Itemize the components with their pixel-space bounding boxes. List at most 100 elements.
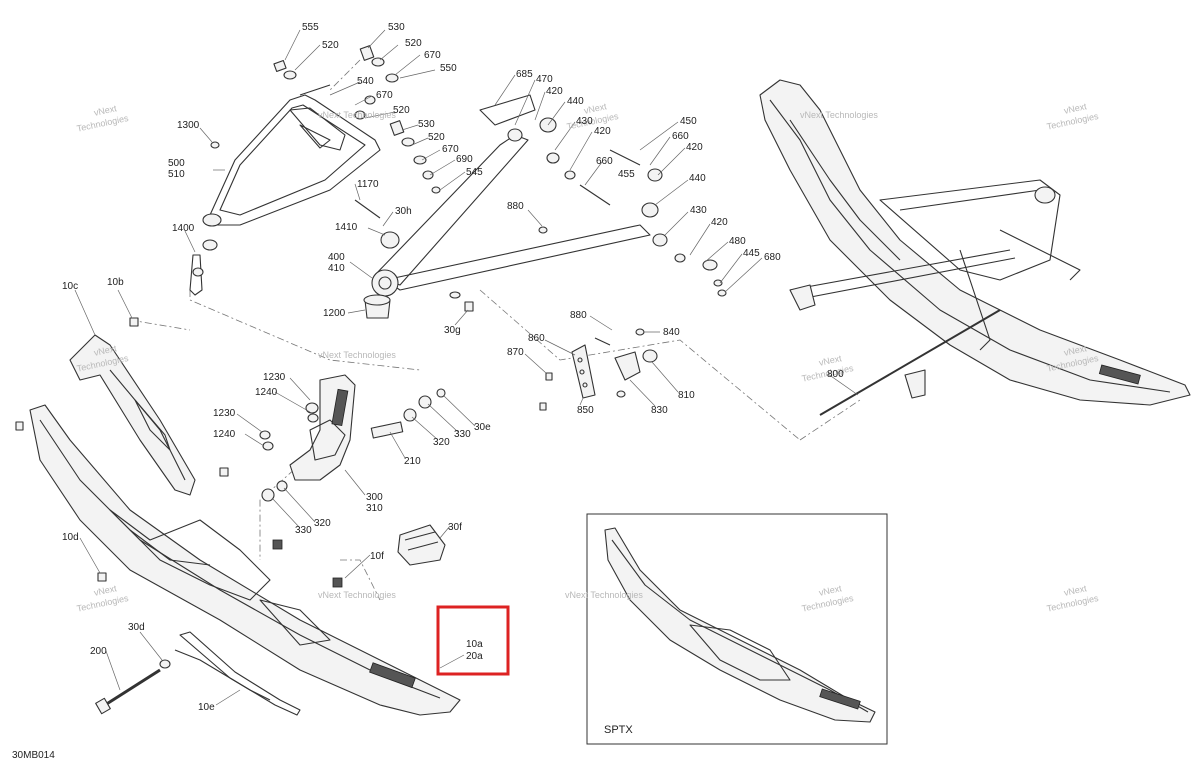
watermark-text: vNext: [1063, 101, 1088, 116]
ski-runner: [174, 631, 301, 716]
callout-label: 670: [442, 144, 459, 155]
callout-label: 520: [428, 132, 445, 143]
spindle-part: [189, 254, 204, 296]
callout-label: 470: [536, 74, 553, 85]
lower-a-arm: [354, 94, 727, 312]
callout-label: 455: [618, 169, 635, 180]
ski-leg: [69, 317, 229, 496]
ski-bolt: [95, 659, 171, 715]
callout-label: 840: [663, 327, 680, 338]
callout-label: 530: [388, 22, 405, 33]
callout-label: 680: [764, 252, 781, 263]
callout-label: 520: [322, 40, 339, 51]
callout-label: 550: [440, 63, 457, 74]
watermark-text: vNext: [93, 103, 118, 118]
ski-body: [15, 404, 461, 716]
callout-label: 430: [690, 205, 707, 216]
callout-label: 1240: [255, 387, 278, 398]
callout-label: 1170: [357, 179, 379, 190]
callout-label: 420: [686, 142, 703, 153]
callout-label: 880: [570, 310, 587, 321]
inset-label: SPTX: [604, 724, 633, 736]
callout-label: 30h: [395, 206, 412, 217]
watermark-text: vNext: [1063, 583, 1088, 598]
watermark-text: vNext Technologies: [318, 110, 396, 120]
callout-label: 810: [678, 390, 695, 401]
callout-label: 400: [328, 252, 345, 263]
callout-label: 430: [576, 116, 593, 127]
callout-label: 30f: [448, 522, 462, 533]
callout-label: 330: [295, 525, 312, 536]
callout-label: 510: [168, 169, 185, 180]
callout-label: 420: [546, 86, 563, 97]
stabilizer-bracket: [539, 328, 658, 411]
callout-label: 685: [516, 69, 533, 80]
callout-label: 10c: [62, 281, 78, 292]
callout-label: 10b: [107, 277, 124, 288]
callout-label: 440: [567, 96, 584, 107]
inset-sptx: [586, 513, 888, 745]
callout-label: 850: [577, 405, 594, 416]
spindle-bracket: [259, 374, 446, 588]
callout-label: 1230: [263, 372, 286, 383]
callout-label: 1400: [172, 223, 195, 234]
callout-label: 420: [594, 126, 611, 137]
callout-label: 30g: [444, 325, 461, 336]
callout-label: 10e: [198, 702, 215, 713]
callout-label: 300: [366, 492, 383, 503]
callout-label: 410: [328, 263, 345, 274]
callout-label: 520: [405, 38, 422, 49]
watermark-text: vNext: [93, 343, 118, 358]
callout-label: 1230: [213, 408, 236, 419]
wear-pad: [397, 524, 446, 566]
upper-arm-hardware: [273, 45, 441, 194]
callout-label: 440: [689, 173, 706, 184]
callout-label: 880: [507, 201, 524, 212]
watermark-text: vNext: [93, 583, 118, 598]
part-callouts: 555 520 530 520 540 670 550 670 520 1300…: [62, 22, 844, 713]
callout-label: 330: [454, 429, 471, 440]
drawing-code: 30MB014: [12, 750, 55, 761]
watermark-text: vNext Technologies: [318, 350, 396, 360]
callout-label: 1240: [213, 429, 236, 440]
assembly-guide-lines: [129, 59, 861, 601]
callout-label: 200: [90, 646, 107, 657]
callout-label: 310: [366, 503, 383, 514]
callout-label: 830: [651, 405, 668, 416]
callout-label: 670: [424, 50, 441, 61]
watermark-text: vNext: [583, 101, 608, 116]
callout-label: 210: [404, 456, 421, 467]
callout-label: 530: [418, 119, 435, 130]
upper-a-arm: [202, 94, 381, 251]
watermark-text: vNext: [1063, 343, 1088, 358]
callout-label: 450: [680, 116, 697, 127]
highlight-label-10a: 10a: [466, 639, 483, 650]
callout-label: 800: [827, 369, 844, 380]
callout-label: 545: [466, 167, 483, 178]
callout-label: 540: [357, 76, 374, 87]
highlight-box[interactable]: [436, 605, 510, 676]
callout-label: 480: [729, 236, 746, 247]
callout-label: 30d: [128, 622, 145, 633]
callout-label: 660: [596, 156, 613, 167]
callout-label: 320: [433, 437, 450, 448]
assembled-ski-view: [759, 79, 1191, 416]
callout-label: 10f: [370, 551, 384, 562]
callout-label: 10d: [62, 532, 79, 543]
callout-label: 445: [743, 248, 760, 259]
callout-label: 420: [711, 217, 728, 228]
callout-label: 870: [507, 347, 524, 358]
highlight-label-20a: 20a: [466, 651, 483, 662]
callout-label: 660: [672, 131, 689, 142]
watermark-text: vNext Technologies: [800, 110, 878, 120]
callout-label: 555: [302, 22, 319, 33]
callout-label: 670: [376, 90, 393, 101]
highlighted-callout[interactable]: 10a 20a: [436, 605, 510, 676]
watermark-text: vNext: [818, 353, 843, 368]
callout-label: 860: [528, 333, 545, 344]
callout-label: 1410: [335, 222, 358, 233]
callout-label: 690: [456, 154, 473, 165]
callout-label: 30e: [474, 422, 491, 433]
watermark-text: vNext Technologies: [318, 590, 396, 600]
